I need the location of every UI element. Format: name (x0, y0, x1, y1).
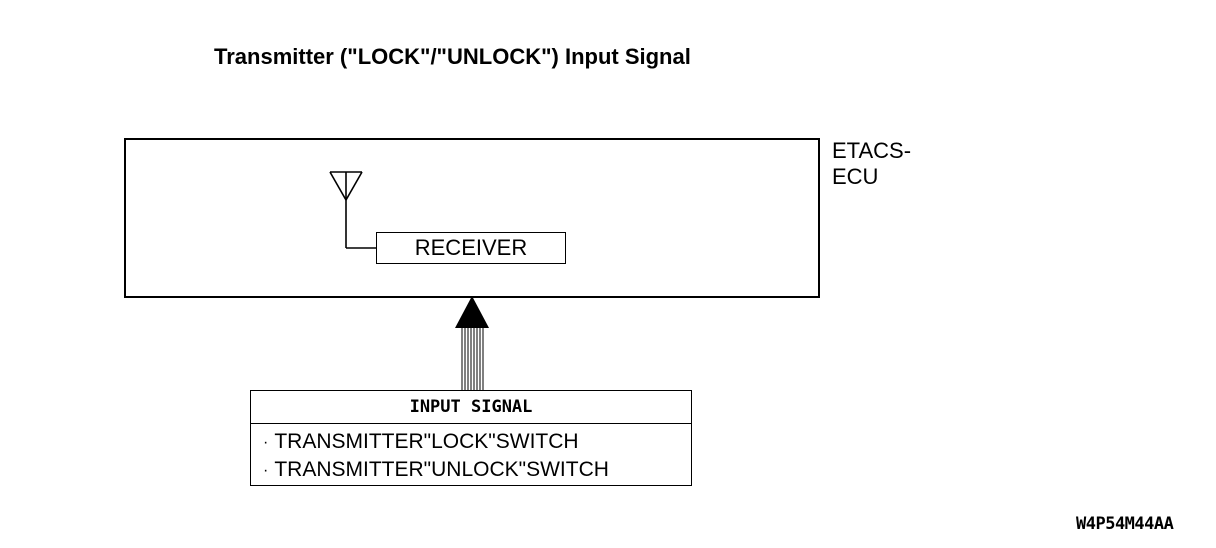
ecu-label-line1: ETACS- (832, 138, 912, 163)
ecu-label: ETACS- ECU (832, 138, 911, 190)
bullet-marker: · (263, 461, 269, 479)
antenna-icon (329, 171, 377, 249)
input-signal-box: INPUT SIGNAL · TRANSMITTER"LOCK"SWITCH · T… (250, 390, 692, 486)
diagram-title: Transmitter ("LOCK"/"UNLOCK") Input Sign… (214, 44, 691, 69)
input-signal-list: · TRANSMITTER"LOCK"SWITCH · TRANSMITTER"UN… (251, 424, 691, 484)
input-signal-item-text: TRANSMITTER"LOCK"SWITCH (274, 430, 579, 453)
input-signal-item-unlock: · TRANSMITTER"UNLOCK"SWITCH (263, 456, 691, 484)
input-signal-item-lock: · TRANSMITTER"LOCK"SWITCH (263, 428, 691, 456)
signal-arrow (455, 296, 489, 391)
input-signal-item-text: TRANSMITTER"UNLOCK"SWITCH (274, 457, 609, 481)
bullet-marker: · (263, 433, 269, 451)
ecu-label-line2: ECU (832, 164, 879, 189)
input-signal-header: INPUT SIGNAL (251, 391, 691, 424)
figure-code: W4P54M44AA (1076, 514, 1174, 534)
receiver-box: RECEIVER (376, 232, 566, 264)
